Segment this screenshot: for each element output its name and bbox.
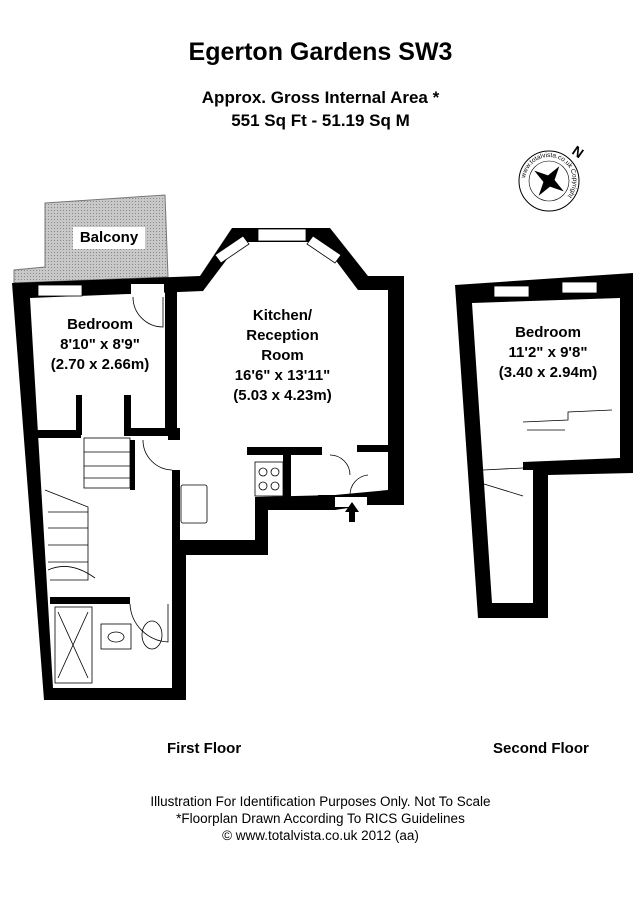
entrance-arrow-icon (345, 502, 359, 522)
door-swings (129, 296, 369, 643)
room-size-imperial: 11'2" x 9'8" (508, 344, 588, 361)
second-floor-stairs (482, 409, 613, 497)
room-size-metric: (5.03 x 4.23m) (233, 387, 332, 404)
second-floor-bedroom-label: Bedroom 11'2" x 9'8" (3.40 x 2.94m) (478, 323, 618, 383)
balcony-label: Balcony (73, 227, 145, 249)
interior-walls (36, 288, 388, 604)
compass-rose-icon: www.totalvista.co.uk Copyright N (518, 142, 587, 212)
first-floor-label: First Floor (167, 740, 242, 757)
disclaimer: Illustration For Identification Purposes… (150, 794, 491, 809)
room-size-imperial: 8'10" x 8'9" (60, 336, 140, 353)
room-name: Bedroom (67, 316, 133, 333)
north-label: N (569, 142, 586, 161)
room-size-metric: (3.40 x 2.94m) (498, 364, 598, 381)
rics-note: *Floorplan Drawn According To RICS Guide… (176, 811, 465, 826)
area-label: Approx. Gross Internal Area * (201, 88, 440, 107)
room-name: Bedroom (515, 324, 581, 341)
room-name: Kitchen/ (252, 307, 313, 324)
room-size-imperial: 16'6" x 13'11" (234, 367, 331, 384)
page-title: Egerton Gardens SW3 (188, 38, 453, 66)
second-floor-interior (472, 298, 620, 603)
fixtures (44, 437, 284, 684)
first-floor-interior (30, 242, 388, 688)
room-size-metric: (2.70 x 2.66m) (50, 356, 150, 373)
kitchen-reception-label: Kitchen/ Reception Room 16'6" x 13'11" (… (200, 306, 365, 406)
first-floor-bedroom-label: Bedroom 8'10" x 8'9" (2.70 x 2.66m) (30, 315, 170, 375)
windows (37, 228, 367, 507)
second-floor-windows (493, 281, 598, 298)
room-name: Reception (246, 327, 319, 344)
copyright: © www.totalvista.co.uk 2012 (aa) (222, 828, 419, 843)
area-value: 551 Sq Ft - 51.19 Sq M (231, 111, 410, 130)
room-name: Room (261, 347, 304, 364)
second-floor-label: Second Floor (493, 740, 589, 757)
